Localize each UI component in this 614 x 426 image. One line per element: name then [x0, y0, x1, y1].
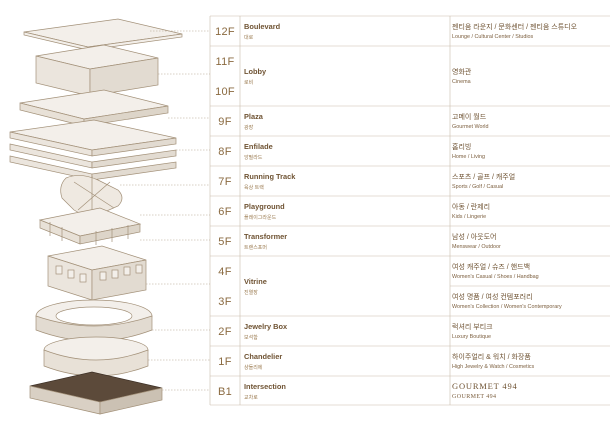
brand-en: Sports / Golf / Casual — [452, 184, 504, 190]
floor-row-12f: 12F Boulevard 대로 젠티움 라운지 / 문화센터 / 젠티움 스튜… — [210, 16, 610, 46]
floor-row-1f: 1F Chandelier 샹들리에 하이주얼리 & 워치 / 화장품 High… — [210, 346, 610, 376]
ring-jewelry-box — [35, 299, 153, 342]
floor-row-6f: 6F Playground 플레이그라운드 아동 / 란제리 Kids / Li… — [210, 196, 610, 226]
floor-label: 7F — [218, 176, 232, 188]
brand-ko: 스포츠 / 골프 / 캐주얼 — [452, 174, 516, 181]
zone-name-ko: 육상 트랙 — [244, 185, 264, 191]
brand-en: Kids / Lingerie — [452, 214, 487, 220]
brand-ko: 하이주얼리 & 워치 / 화장품 — [452, 354, 531, 361]
zone-name-ko: 진열장 — [244, 290, 258, 296]
zone-name-ko: 샹들리에 — [244, 365, 263, 371]
zone-name: Chandelier — [244, 352, 283, 361]
floor-row-2f: 2F Jewelry Box 보석함 럭셔리 부티크 Luxury Boutiq… — [210, 316, 610, 346]
brand-en: Gourmet World — [452, 124, 489, 130]
floor-label: 4F — [218, 266, 232, 278]
zone-name-ko: 광장 — [244, 125, 254, 131]
brand-ko: 영화관 — [452, 69, 472, 76]
box-vitrine — [47, 245, 147, 301]
slab-12f — [23, 18, 183, 51]
brand-ko: 홈리빙 — [452, 144, 472, 151]
box-lobby — [35, 44, 159, 97]
frame-playground — [38, 207, 142, 245]
brand-en: Menswear / Outdoor — [452, 244, 501, 250]
floor-label: 5F — [218, 236, 232, 248]
brand-en: Home / Living — [452, 154, 485, 160]
slab-plaza — [19, 89, 169, 127]
brand-en: GOURMET 494 — [452, 394, 497, 400]
ring-chandelier — [43, 336, 149, 377]
zone-name-ko: 보석함 — [244, 335, 258, 341]
zone-name: Lobby — [244, 67, 267, 76]
floor-label-secondary: 10F — [215, 86, 235, 98]
brand-ko: 여성 캐주얼 / 슈즈 / 핸드백 — [452, 264, 531, 271]
floor-label: 11F — [215, 56, 235, 68]
floor-row-b1: B1 Intersection 교차로 GOURMET 494 GOURMET … — [210, 376, 610, 406]
base-intersection — [29, 371, 163, 415]
zone-name-ko: 플레이그라운드 — [244, 215, 277, 221]
brand-en: Lounge / Cultural Center / Studios — [452, 34, 534, 40]
zone-name: Transformer — [244, 232, 288, 241]
brand-en: High Jewelry & Watch / Cosmetics — [452, 364, 535, 370]
floor-row-5f: 5F Transformer 트랜스포머 남성 / 아웃도어 Menswear … — [210, 226, 610, 256]
zone-name-ko: 트랜스포머 — [244, 245, 268, 251]
zone-name: Boulevard — [244, 22, 281, 31]
floor-label: 6F — [218, 206, 232, 218]
brand-en: Women's Casual / Shoes / Handbag — [452, 274, 539, 280]
stack-enfilade — [9, 119, 177, 181]
floor-label: 8F — [218, 146, 232, 158]
floor-row-8f: 8F Enfilade 앙필라드 홈리빙 Home / Living — [210, 136, 610, 166]
zone-name-ko: 로비 — [244, 80, 254, 86]
zone-name: Playground — [244, 202, 285, 211]
floor-row-4f-3f: 4F 3F Vitrine 진열장 여성 캐주얼 / 슈즈 / 핸드백 Wome… — [210, 256, 610, 316]
zone-name: Enfilade — [244, 142, 273, 151]
floor-row-11f-10f: 11F 10F Lobby 로비 영화관 Cinema — [210, 46, 610, 106]
floor-label: 1F — [218, 356, 232, 368]
brand-en: Luxury Boutique — [452, 334, 491, 340]
brand-ko: 럭셔리 부티크 — [452, 324, 493, 331]
exploded-building-illustration — [9, 18, 183, 415]
zone-name: Running Track — [244, 172, 296, 181]
brand-en-secondary: Women's Collection / Women's Contemporar… — [452, 304, 562, 310]
brand-en: Cinema — [452, 79, 471, 85]
floor-label: B1 — [217, 386, 233, 398]
zone-name: Plaza — [244, 112, 263, 121]
floor-label: 12F — [215, 26, 235, 38]
floor-label: 9F — [218, 116, 232, 128]
zone-name-ko: 대로 — [244, 35, 254, 41]
floor-row-7f: 7F Running Track 육상 트랙 스포츠 / 골프 / 캐주얼 Sp… — [210, 166, 610, 196]
floor-row-9f: 9F Plaza 광장 고메이 월드 Gourmet World — [210, 106, 610, 136]
zone-name-ko: 교차로 — [244, 395, 258, 401]
zone-name: Intersection — [244, 382, 286, 391]
brand-ko: 고메이 월드 — [452, 114, 487, 121]
brand-ko-secondary: 여성 명품 / 여성 컨템포러리 — [452, 294, 533, 301]
brand-ko: 아동 / 란제리 — [452, 204, 491, 211]
zone-name: Vitrine — [244, 277, 267, 286]
zone-name-ko: 앙필라드 — [244, 155, 263, 161]
zone-name: Jewelry Box — [244, 322, 288, 331]
gourmet-494-logo: GOURMET 494 — [452, 381, 518, 391]
brand-ko: 젠티움 라운지 / 문화센터 / 젠티움 스튜디오 — [452, 24, 578, 31]
floor-label-secondary: 3F — [218, 296, 232, 308]
floor-label: 2F — [218, 326, 232, 338]
brand-ko: 남성 / 아웃도어 — [452, 234, 497, 241]
